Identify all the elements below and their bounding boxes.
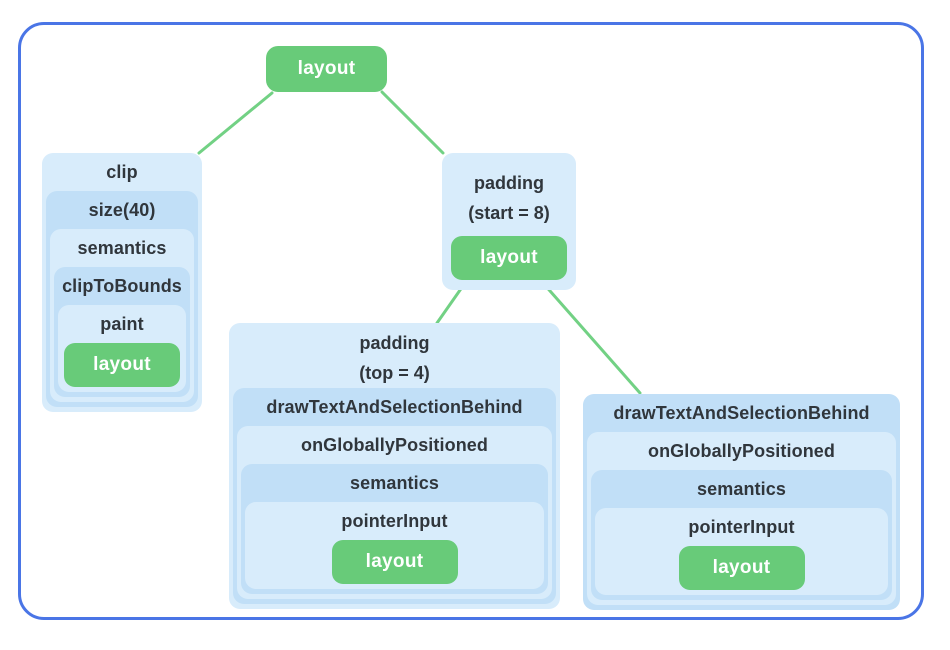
node-drawtext: drawTextAndSelectionBehind onGloballyPos… bbox=[233, 388, 556, 604]
node-padding-start: padding (start = 8) layout bbox=[442, 153, 576, 290]
node-padding-top-line1: padding bbox=[359, 333, 430, 353]
node-padding-top: padding (top = 4) drawTextAndSelectionBe… bbox=[229, 323, 560, 609]
node-semantics: semantics pointerInput layout bbox=[241, 464, 548, 594]
node-clip: clip size(40) semantics clipToBounds pai… bbox=[42, 153, 202, 412]
node-semantics-label: semantics bbox=[77, 238, 167, 258]
node-padding-top-label: padding (top = 4) bbox=[233, 323, 556, 388]
node-ongloballypositioned-label: onGloballyPositioned bbox=[300, 435, 488, 455]
node-semantics: semantics pointerInput layout bbox=[591, 470, 892, 600]
node-layout-leaf: layout bbox=[678, 546, 805, 590]
node-padding-start-line2: (start = 8) bbox=[468, 203, 550, 223]
node-drawtext-right-label: drawTextAndSelectionBehind bbox=[613, 403, 870, 423]
node-semantics: semantics clipToBounds paint layout bbox=[50, 229, 194, 402]
node-root-layout: layout bbox=[266, 46, 387, 92]
node-root-layout-label: layout bbox=[297, 58, 356, 79]
node-paint: paint layout bbox=[58, 305, 186, 392]
node-ongloballypositioned-label: onGloballyPositioned bbox=[647, 441, 835, 461]
node-pointerinput: pointerInput layout bbox=[245, 502, 544, 589]
node-drawtext-label: drawTextAndSelectionBehind bbox=[266, 397, 523, 417]
node-size-label: size(40) bbox=[88, 200, 156, 220]
node-semantics-label: semantics bbox=[697, 479, 786, 499]
node-layout-leaf: layout bbox=[331, 540, 458, 584]
node-padding-start-label: padding (start = 8) bbox=[449, 163, 569, 228]
node-padding-start-line1: padding bbox=[474, 173, 544, 193]
edge-root-to-padding bbox=[380, 90, 445, 155]
node-pointerinput: pointerInput layout bbox=[595, 508, 888, 595]
node-cliptobounds-label: clipToBounds bbox=[62, 276, 182, 296]
edge-root-to-clip bbox=[197, 91, 274, 155]
node-pointerinput-label: pointerInput bbox=[341, 511, 448, 531]
edge-padding-to-right bbox=[541, 281, 642, 395]
node-padding-top-line2: (top = 4) bbox=[359, 363, 430, 383]
node-paint-label: paint bbox=[100, 314, 144, 334]
node-drawtext-right: drawTextAndSelectionBehind onGloballyPos… bbox=[583, 394, 900, 610]
node-ongloballypositioned: onGloballyPositioned semantics pointerIn… bbox=[587, 432, 896, 605]
node-cliptobounds: clipToBounds paint layout bbox=[54, 267, 190, 397]
node-pointerinput-label: pointerInput bbox=[688, 517, 795, 537]
node-semantics-label: semantics bbox=[350, 473, 439, 493]
node-ongloballypositioned: onGloballyPositioned semantics pointerIn… bbox=[237, 426, 552, 599]
node-layout-leaf: layout bbox=[451, 236, 567, 280]
node-layout-leaf: layout bbox=[64, 343, 180, 387]
node-clip-label: clip bbox=[106, 162, 138, 182]
node-size: size(40) semantics clipToBounds paint la… bbox=[46, 191, 198, 407]
diagram-border bbox=[18, 22, 924, 620]
